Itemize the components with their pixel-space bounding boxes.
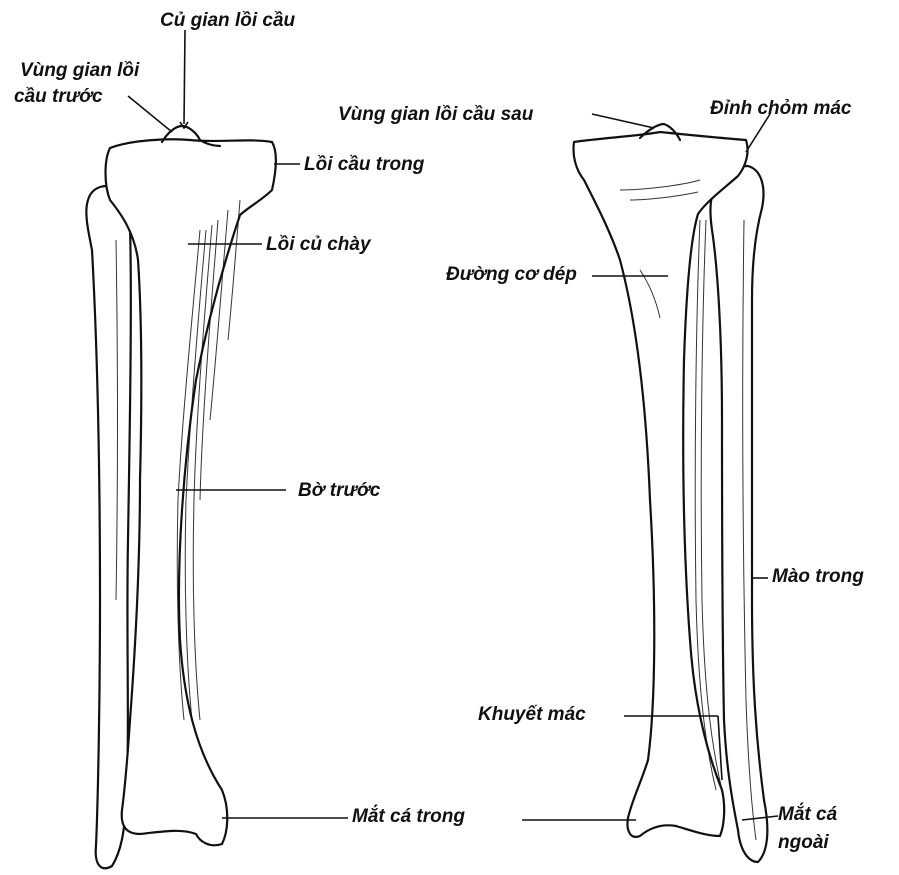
label-cu-gian-loi-cau: Củ gian lồi cầu [160, 10, 295, 32]
label-mat-ca-ngoai-line1: Mắt cá [778, 804, 837, 826]
label-duong-co-dep: Đường cơ dép [446, 264, 577, 286]
label-loi-cu-chay: Lồi củ chày [266, 234, 371, 256]
label-khuyet-mac: Khuyết mác [478, 704, 586, 726]
label-vung-gian-loi-cau-sau: Vùng gian lồi cầu sau [338, 104, 533, 126]
label-dinh-chom-mac: Đỉnh chỏm mác [710, 98, 851, 120]
left-fibula [86, 186, 130, 868]
right-fibula [711, 166, 768, 862]
label-mat-ca-trong: Mắt cá trong [352, 806, 465, 828]
label-vung-gian-loi-cau-truoc-line1: Vùng gian lồi [20, 60, 139, 82]
label-loi-cau-trong: Lồi cầu trong [304, 154, 424, 176]
label-vung-gian-loi-cau-truoc-line2: cầu trước [14, 86, 103, 108]
label-mat-ca-ngoai-line2: ngoài [778, 832, 829, 854]
label-mao-trong: Mào trong [772, 566, 864, 588]
label-bo-truoc: Bờ trước [298, 480, 380, 502]
